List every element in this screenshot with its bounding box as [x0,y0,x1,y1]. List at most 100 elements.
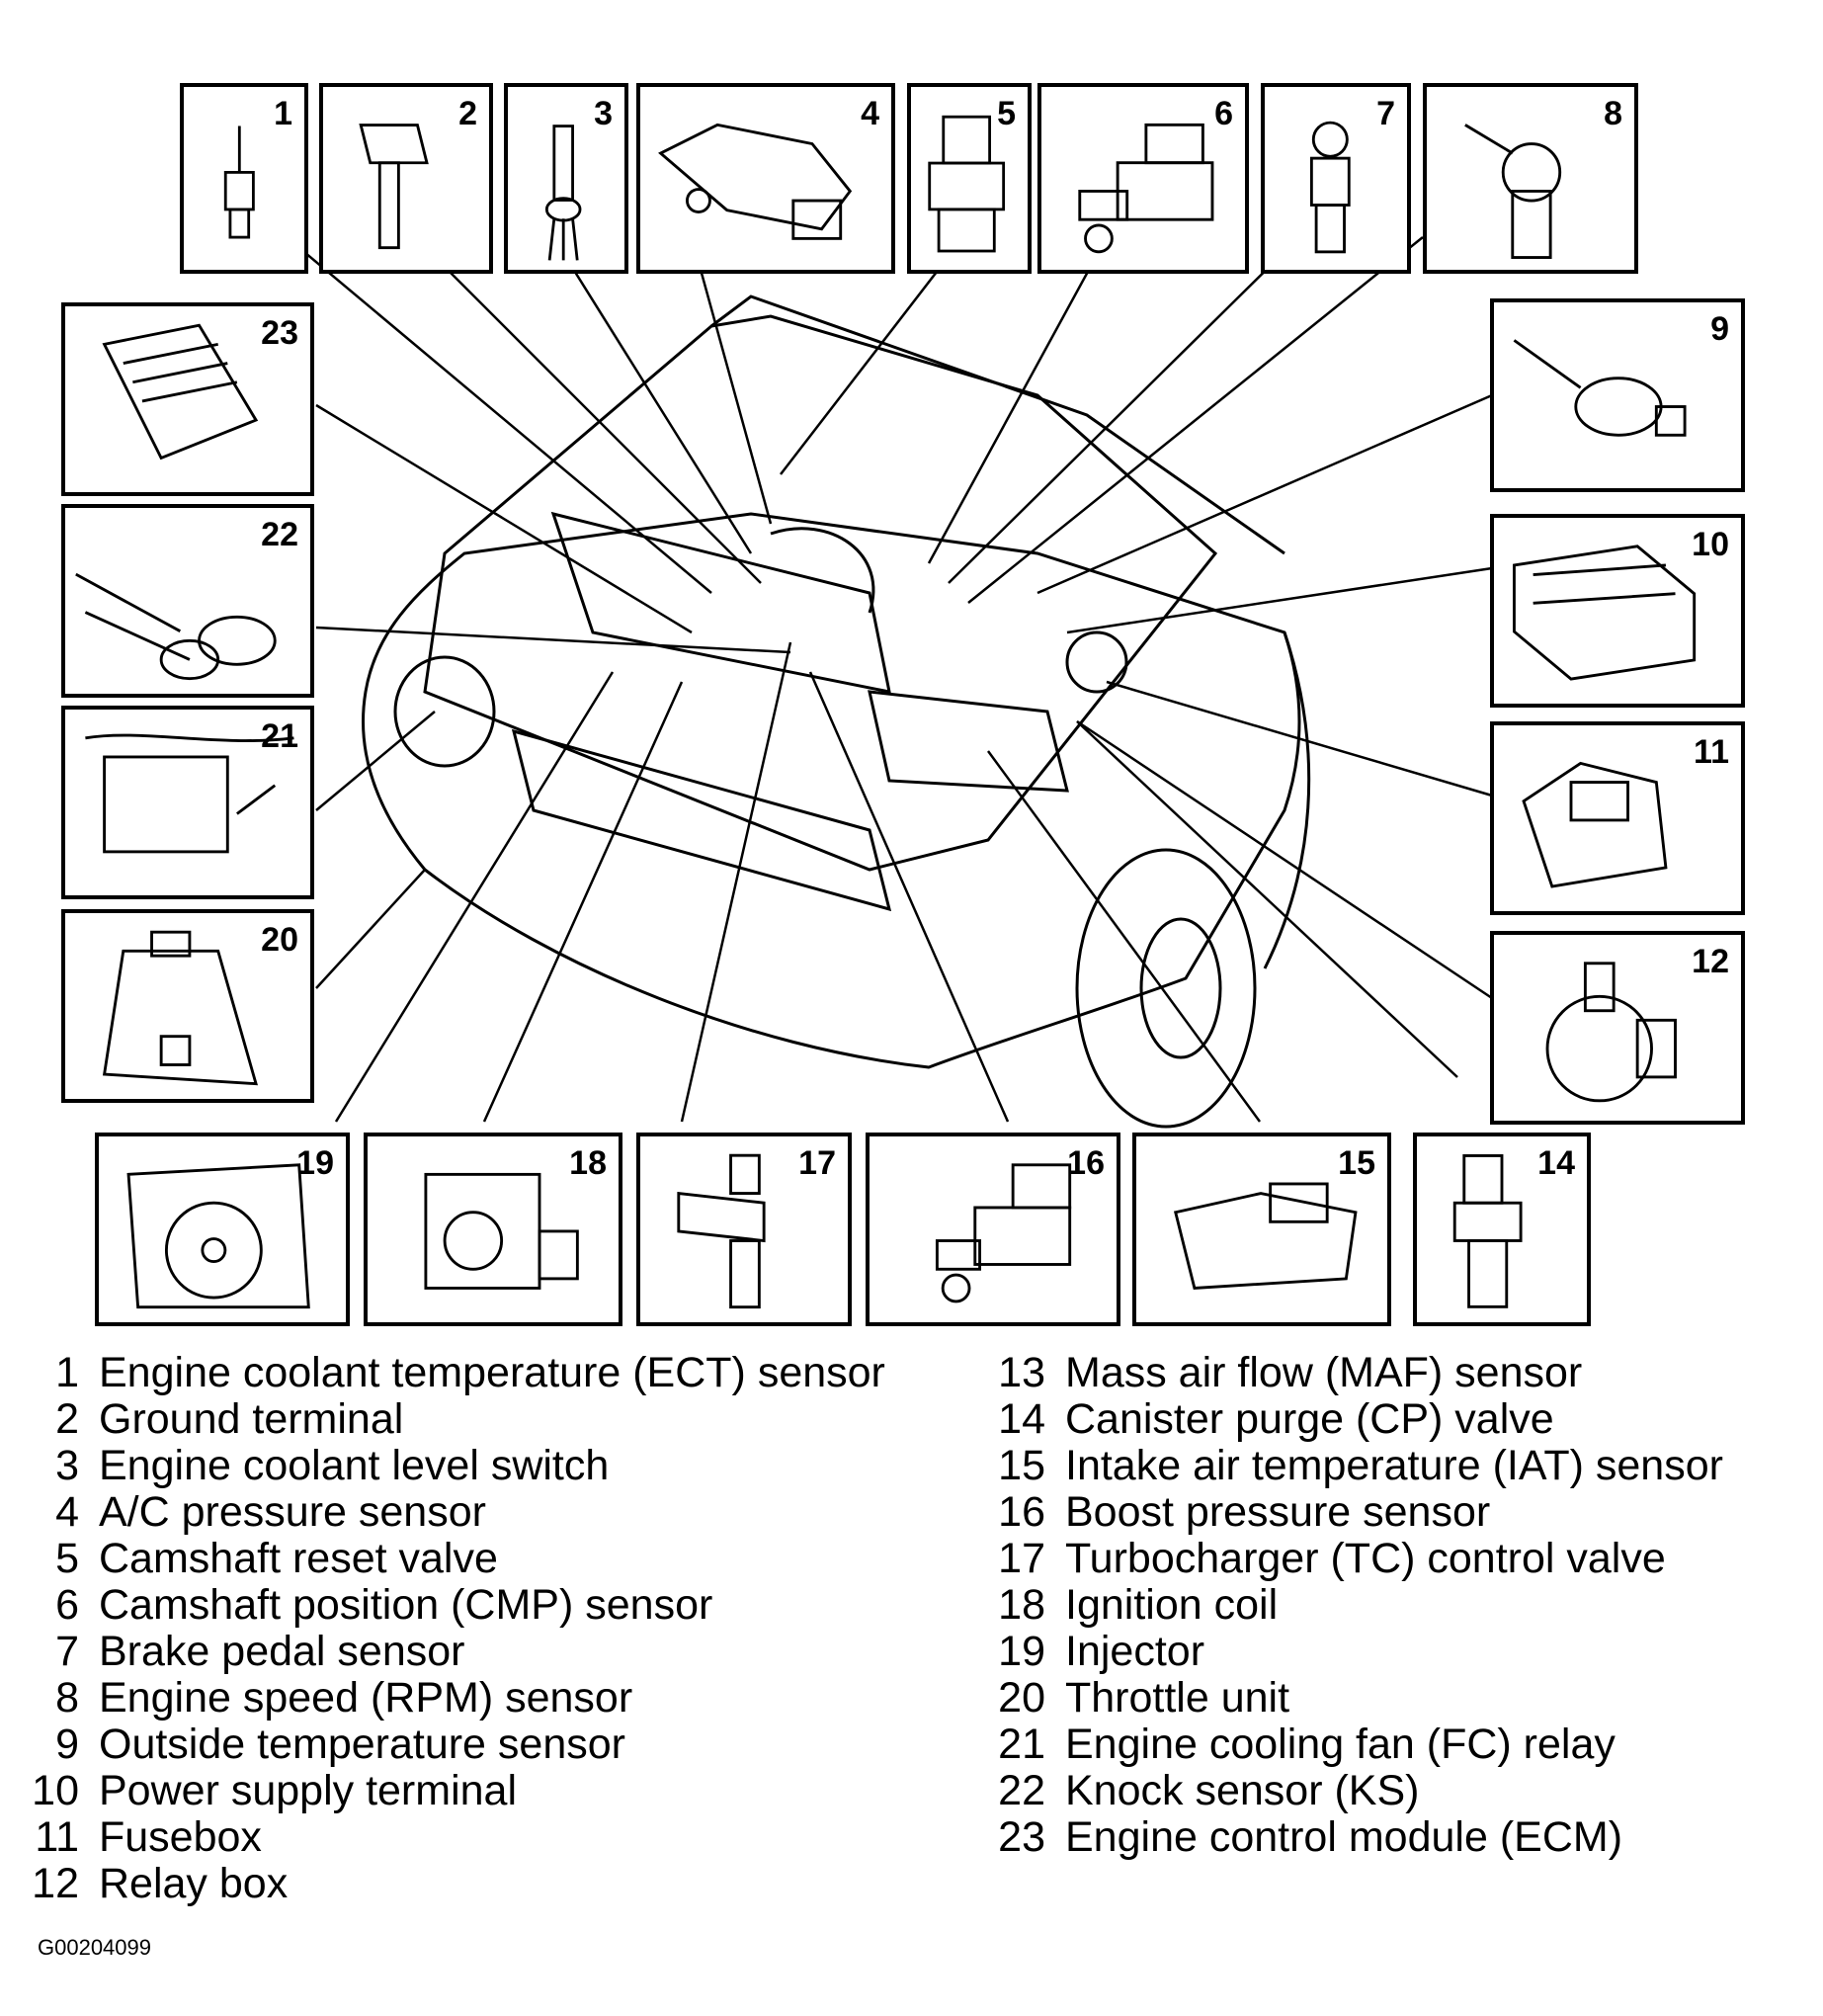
car-headlight [393,655,496,768]
car-hood-opening [423,314,1218,872]
component-box-17: 17 [636,1133,852,1326]
cmp-sensor-icon [1078,123,1214,254]
component-number: 5 [997,95,1016,132]
ecm-icon [102,323,259,461]
engine-component-diagram: 1 2 3 4 5 6 7 [61,83,1745,1326]
car-windshield [710,294,1285,555]
car-body-outline [362,512,1301,1069]
component-box-15: 15 [1132,1133,1391,1326]
car-engine-block [550,511,891,694]
component-number: 18 [569,1144,607,1182]
boost-pressure-sensor-icon [935,1163,1072,1303]
component-box-21: 21 [61,706,314,899]
tc-control-valve-icon [677,1153,766,1309]
component-box-22: 22 [61,504,314,698]
component-box-18: 18 [364,1133,622,1326]
component-box-4: 4 [636,83,895,274]
car-intake [770,527,875,614]
knock-sensor-icon [75,572,277,681]
component-box-10: 10 [1490,514,1745,708]
component-box-20: 20 [61,909,314,1103]
ignition-coil-icon [424,1172,579,1290]
leader-lines [286,236,1493,1123]
component-number: 2 [458,95,477,132]
component-number: 14 [1537,1144,1575,1182]
component-box-23: 23 [61,302,314,496]
component-number: 23 [261,314,298,352]
component-box-12: 12 [1490,931,1745,1125]
component-number: 17 [798,1144,836,1182]
relay-box-icon [1545,962,1677,1103]
component-number: 4 [861,95,879,132]
component-number: 8 [1604,95,1622,132]
component-number: 3 [594,95,613,132]
component-box-6: 6 [1037,83,1249,274]
component-number: 9 [1710,310,1729,348]
component-box-7: 7 [1261,83,1411,274]
injector-icon [126,1163,310,1309]
fan-relay-icon [85,733,294,854]
power-supply-terminal-icon [1513,545,1697,681]
canister-purge-valve-icon [1452,1154,1523,1308]
component-number: 16 [1067,1144,1105,1182]
component-box-19: 19 [95,1133,350,1326]
component-box-11: 11 [1490,721,1745,915]
component-number: 6 [1214,95,1233,132]
car-cap [1065,630,1128,694]
car-fender-right [1263,631,1311,969]
throttle-unit-icon [102,930,259,1086]
component-number: 15 [1338,1144,1375,1182]
iat-sensor-icon [1173,1182,1358,1290]
car-battery [868,690,1069,793]
brake-pedal-sensor-icon [1309,121,1351,254]
ground-terminal-icon [359,124,429,250]
car-wheel-hub [1139,917,1222,1059]
car-grille [511,728,892,912]
outside-temp-sensor-icon [1513,339,1687,437]
component-box-3: 3 [504,83,628,274]
ac-pressure-sensor-icon [658,123,853,240]
car-wheel [1075,848,1257,1129]
component-number: 10 [1692,526,1729,563]
ect-sensor-icon [223,126,255,239]
component-number: 7 [1376,95,1395,132]
component-box-8: 8 [1423,83,1638,274]
component-box-1: 1 [180,83,308,274]
rpm-sensor-icon [1464,124,1562,259]
component-box-2: 2 [319,83,493,274]
component-number: 20 [261,921,298,959]
fusebox-icon [1522,761,1668,888]
component-box-5: 5 [907,83,1032,274]
component-box-14: 14 [1413,1133,1591,1326]
component-number: 19 [296,1144,334,1182]
car-drawing [286,236,1493,1129]
component-number: 1 [274,95,292,132]
camshaft-reset-valve-icon [928,115,1006,253]
component-box-16: 16 [866,1133,1120,1326]
component-number: 12 [1692,943,1729,980]
component-number: 11 [1694,733,1729,771]
